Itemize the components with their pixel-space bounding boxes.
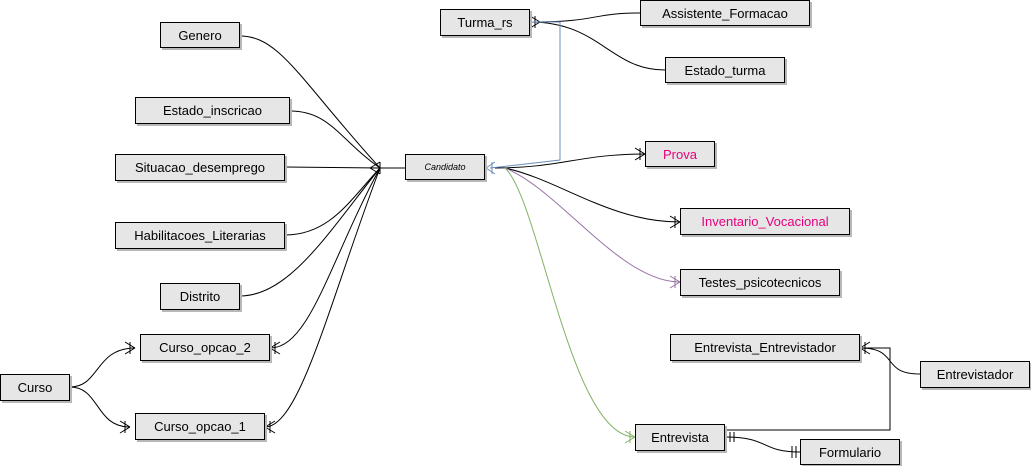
edge-turma-assistente [529,12,641,23]
entity-entrevista-entrevistador[interactable]: Entrevista_Entrevistador [670,334,860,361]
edge-candidato-testes [504,167,681,283]
crowfoot-entrevista [624,430,636,444]
entity-distrito[interactable]: Distrito [160,283,240,310]
mark-formulario-left [791,446,797,458]
edge-situacao-candidato [284,166,381,169]
edge-estado-inscricao-candidato [289,110,381,169]
edge-opcao2-candidato [269,167,381,349]
edge-habilitacoes-candidato [284,167,381,236]
crowfoot-opcao1-right [264,420,276,434]
edge-candidato-inventario [504,167,681,223]
entity-prova[interactable]: Prova [645,141,715,167]
entity-assistente-formacao[interactable]: Assistente_Formacao [640,0,810,26]
edge-curso-opcao2 [69,347,136,388]
crowfoot-prova [634,147,646,161]
crowfoot-opcao2-left [124,341,136,355]
entity-entrevista[interactable]: Entrevista [635,424,725,451]
edge-candidato-turma [489,21,561,169]
edge-opcao1-candidato [264,167,381,428]
crowfoot-candidato-left [369,161,405,175]
entity-curso[interactable]: Curso [0,374,70,401]
mark-entrevista-right [729,432,735,442]
entity-habilitacoes-literarias[interactable]: Habilitacoes_Literarias [115,222,285,249]
entity-estado-inscricao[interactable]: Estado_inscricao [135,97,290,124]
entity-testes-psicotecnicos[interactable]: Testes_psicotecnicos [680,269,840,296]
entity-situacao-desemprego[interactable]: Situacao_desemprego [115,154,285,181]
crowfoot-inventario [669,215,681,229]
entity-genero[interactable]: Genero [160,22,240,48]
entity-curso-opcao-2[interactable]: Curso_opcao_2 [140,334,270,361]
crowfoot-opcao2-right [269,341,281,355]
edge-entrevista-formulario [724,436,801,453]
entity-estado-turma[interactable]: Estado_turma [665,57,785,83]
edge-ee-entrevista [725,347,891,431]
entity-inventario-vocacional[interactable]: Inventario_Vocacional [680,208,850,235]
edge-candidato-entrevista [504,167,636,438]
entity-curso-opcao-1[interactable]: Curso_opcao_1 [135,413,265,440]
crowfoot-opcao1-left [119,420,131,434]
edge-distrito-candidato [239,167,381,297]
edge-turma-estado [529,21,666,71]
edge-candidato-prova [494,153,646,169]
entity-formulario[interactable]: Formulario [800,439,900,465]
crowfoot-candidato-right [485,161,496,175]
entity-turma-rs[interactable]: Turma_rs [440,9,530,36]
crowfoot-testes [669,275,681,289]
entity-entrevistador[interactable]: Entrevistador [920,361,1030,388]
entity-candidato[interactable]: Candidato [405,154,485,180]
edge-curso-opcao1 [69,386,131,428]
crowfoot-ee [859,341,871,355]
edge-genero-candidato [239,35,381,169]
